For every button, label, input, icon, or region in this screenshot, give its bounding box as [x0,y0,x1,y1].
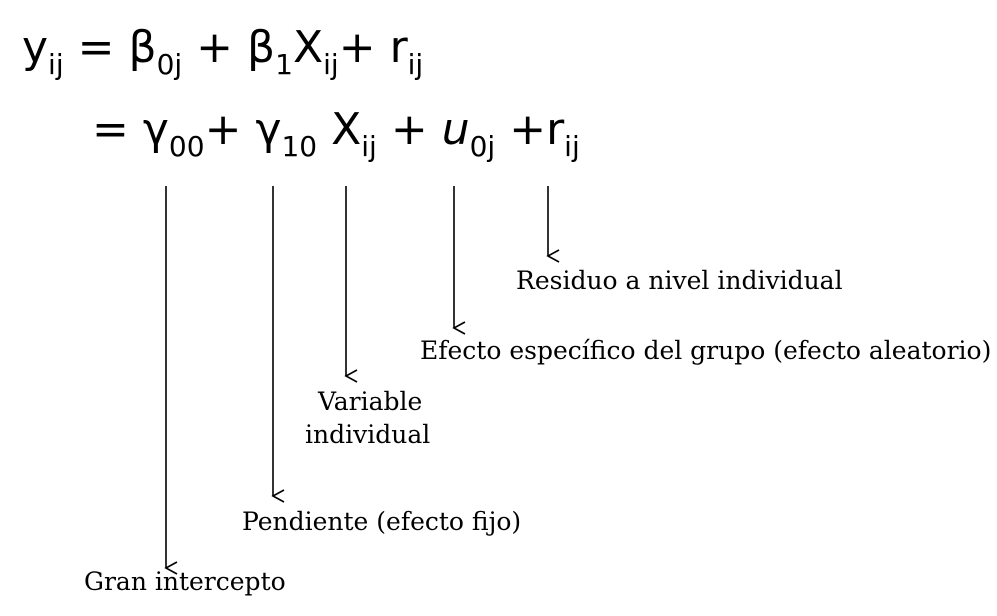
plus-sign: + [390,104,428,155]
r-symbol: r [546,104,565,155]
y-subscript: ij [48,48,64,81]
beta0-symbol: β [128,22,157,73]
x-symbol: X [331,104,362,155]
label-residual: Residuo a nivel individual [516,266,843,295]
gamma10-subscript: 10 [281,130,318,163]
gamma10-symbol: γ [255,104,282,155]
x-symbol: X [292,22,324,73]
gamma00-subscript: 00 [168,130,205,163]
r-symbol: r [389,22,408,73]
equation-line-2: = γ00+ γ10 Xij + u0j +rij [92,108,580,161]
plus-sign: + [196,22,234,73]
label-group-effect: Efecto específico del grupo (efecto alea… [420,336,992,365]
r-subscript: ij [407,48,424,81]
beta1-subscript: 1 [275,48,293,81]
equation-line-1: yij = β0j + β1Xij+ rij [22,26,423,79]
equals-sign: = [77,22,115,73]
u-subscript: 0j [469,130,496,163]
plus-sign: + [204,104,242,155]
x-subscript: ij [323,48,339,81]
plus-sign: + [509,104,547,155]
label-intercept: Gran intercepto [84,567,286,596]
r-subscript: ij [564,130,580,163]
gamma00-symbol: γ [142,104,169,155]
u-symbol: u [441,104,470,155]
label-variable-line1: Variable [318,387,423,416]
beta0-subscript: 0j [156,48,183,81]
label-variable-line2: individual [305,420,431,449]
equals-sign: = [92,104,129,155]
y-symbol: y [22,22,49,73]
beta1-symbol: β [247,22,276,73]
plus-sign: + [338,22,376,73]
x-subscript: ij [361,130,377,163]
label-slope: Pendiente (efecto fijo) [242,507,522,536]
